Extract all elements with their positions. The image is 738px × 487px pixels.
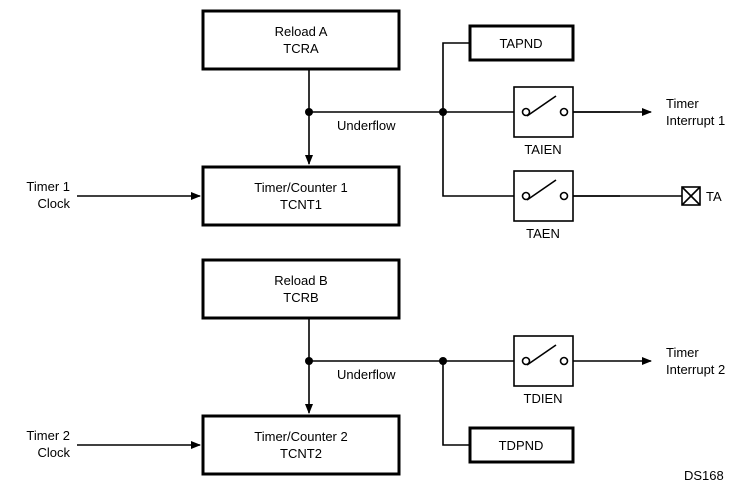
tapnd-label: TAPND xyxy=(499,36,542,51)
timer-counter-2-register: TCNT2 xyxy=(280,446,322,461)
timer-counter-1-register: TCNT1 xyxy=(280,197,322,212)
timer-1-clock-line1: Timer 1 xyxy=(26,179,70,194)
timer-counter-1-label: Timer/Counter 1 xyxy=(254,180,347,195)
interrupt-1-line2: Interrupt 1 xyxy=(666,113,725,128)
tdien-label: TDIEN xyxy=(524,391,563,406)
reload-a-block xyxy=(201,9,401,71)
timer-counter-1-block xyxy=(201,165,401,227)
tdpnd-label: TDPND xyxy=(499,438,544,453)
reload-b-label: Reload B xyxy=(274,273,327,288)
reload-b-register: TCRB xyxy=(283,290,318,305)
taen-switch xyxy=(513,170,574,222)
interrupt-1-line1: Timer xyxy=(666,96,699,111)
underflow-a-label: Underflow xyxy=(337,118,396,133)
timer-2-clock-line1: Timer 2 xyxy=(26,428,70,443)
taien-label: TAIEN xyxy=(524,142,561,157)
timer-counter-2-label: Timer/Counter 2 xyxy=(254,429,347,444)
underflow-b-label: Underflow xyxy=(337,367,396,382)
timer-b-section: Reload B TCRB Timer/Counter 2 TCNT2 Unde… xyxy=(26,258,725,476)
reload-b-block xyxy=(201,258,401,320)
tdpnd-wire xyxy=(442,361,470,446)
tapnd-flag-block xyxy=(468,24,575,62)
tapnd-wire xyxy=(442,42,470,112)
ta-pin-icon xyxy=(681,186,701,206)
tdpnd-flag-block xyxy=(468,426,575,464)
interrupt-2-line1: Timer xyxy=(666,345,699,360)
taen-label: TAEN xyxy=(526,226,560,241)
timer-a-section: Reload A TCRA Timer/Counter 1 TCNT1 Unde… xyxy=(26,9,725,241)
timer-2-clock-line2: Clock xyxy=(37,445,70,460)
reload-a-label: Reload A xyxy=(275,24,328,39)
reload-a-register: TCRA xyxy=(283,41,319,56)
timer-1-clock-line2: Clock xyxy=(37,196,70,211)
timer-counter-2-block xyxy=(201,414,401,476)
ta-pin-label: TA xyxy=(706,189,722,204)
interrupt-2-line2: Interrupt 2 xyxy=(666,362,725,377)
figure-id: DS168 xyxy=(684,468,724,483)
tdien-switch xyxy=(513,335,574,387)
taien-switch xyxy=(513,86,574,138)
